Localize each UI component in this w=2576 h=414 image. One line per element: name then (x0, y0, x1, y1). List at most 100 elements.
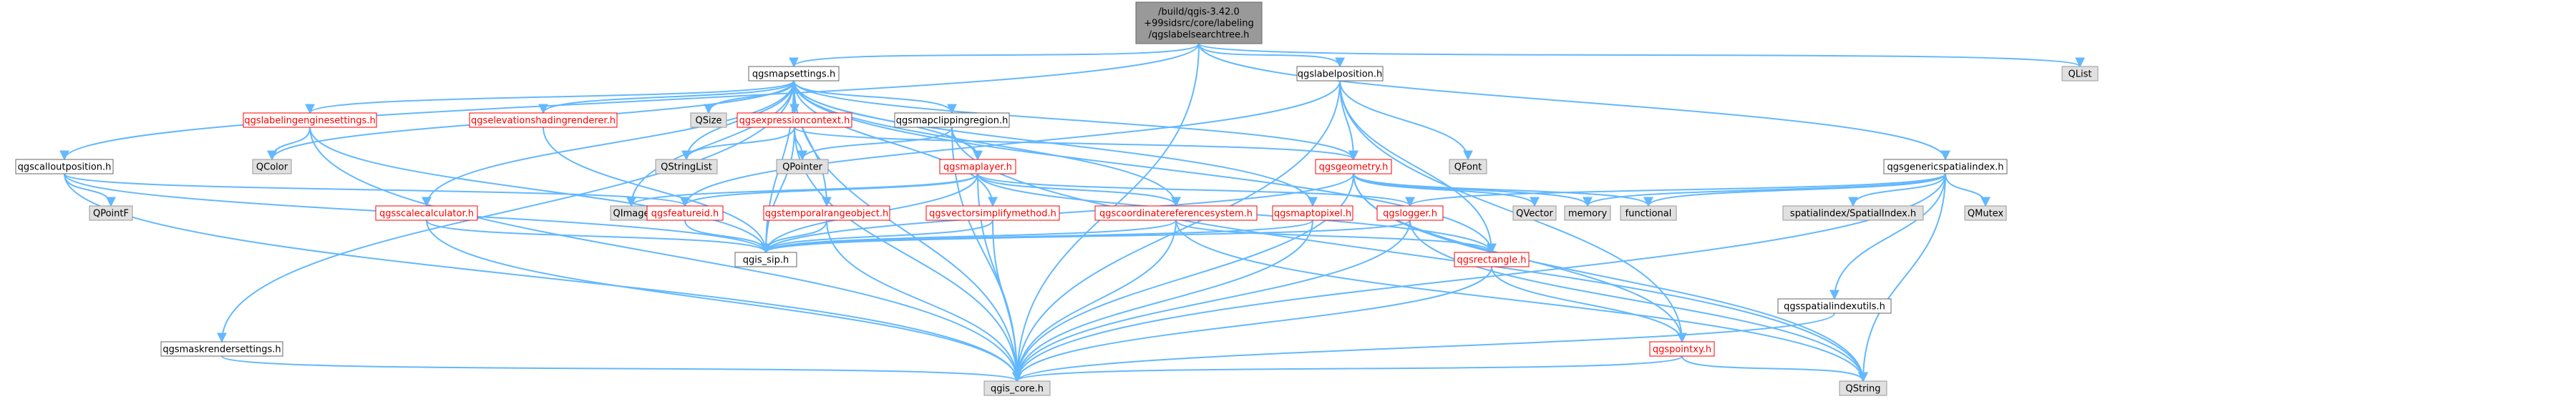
node-qgsmapsettings[interactable]: qgsmapsettings.h (748, 66, 840, 82)
edge-qgsgenericspatialindex-to-functional (1643, 173, 1946, 207)
edge-qgsgenericspatialindex-to-qgsspatialindexutils (1829, 173, 1946, 300)
node-box-qpointer (776, 159, 829, 174)
edge-qgsspatialindexutils-to-qgis-core (1012, 312, 1835, 383)
node-qgsgenericspatialindex[interactable]: qgsgenericspatialindex.h (1883, 159, 2008, 174)
edge-qgsmapsettings-to-qimage (626, 80, 794, 207)
node-qgsmaskrendersettings[interactable]: qgsmaskrendersettings.h (160, 341, 283, 357)
node-memory: memory (1564, 205, 1611, 221)
node-label-qimage: QImage (613, 209, 650, 220)
node-label-qvector: QVector (1516, 209, 1553, 220)
node-qgis-core: qgis_core.h (983, 380, 1051, 396)
node-box-qgsgenericspatialindex (1883, 159, 2008, 174)
edge-qgscoordinatereferencesystem-to-qgis-sip (761, 220, 1177, 254)
node-qgsmapclippingregion[interactable]: qgsmapclippingregion.h (894, 112, 1010, 128)
edge-root-to-qgsgenericspatialindex (1198, 43, 1950, 161)
node-qgsspatialindexutils[interactable]: qgsspatialindexutils.h (1777, 298, 1892, 314)
node-label-qstringlist: QStringList (661, 162, 712, 173)
node-box-qsize (690, 112, 727, 128)
node-label-qgsspatialindexutils: qgsspatialindexutils.h (1784, 302, 1885, 312)
edge-qgspointxy-to-qstring (1681, 355, 1868, 383)
edge-qgsexpressioncontext-to-qstringlist (681, 127, 795, 161)
node-qpointer: QPointer (776, 159, 829, 174)
node-qgsrectangle[interactable]: qgsrectangle.h (1454, 252, 1530, 267)
node-label-qsize: QSize (696, 116, 722, 127)
node-label-qgstemporalrangeobject: qgstemporalrangeobject.h (765, 209, 888, 220)
edge-qgsrectangle-to-qgspointxy (1491, 266, 1687, 343)
node-label-qgsscalecalculator: qgsscalecalculator.h (379, 209, 474, 220)
node-box-qgselevationshadingrenderer (469, 112, 618, 128)
node-box-qmutex (1964, 205, 2007, 221)
edge-qgsscalecalculator-to-qgis-core (426, 220, 1022, 383)
node-box-qgscalloutposition (15, 159, 114, 174)
node-qgsvectorsimplifymethod[interactable]: qgsvectorsimplifymethod.h (925, 205, 1060, 221)
node-root[interactable]: /build/qgis-3.42.0+99sidsrc/core/labelin… (1135, 1, 1263, 44)
node-box-qstring (1839, 380, 1887, 396)
edge-qgslogger-to-qgis-core (1012, 220, 1411, 383)
edges-layer (59, 43, 2085, 383)
node-label-qgsrectangle: qgsrectangle.h (1457, 255, 1526, 266)
node-box-memory (1564, 205, 1611, 221)
edge-qgsmapsettings-to-qgis-core (793, 80, 1022, 383)
edge-qgscalloutposition-to-qgsfeatureid (64, 173, 690, 207)
node-qgslabelposition[interactable]: qgslabelposition.h (1296, 66, 1384, 82)
node-qgis-sip[interactable]: qgis_sip.h (734, 252, 797, 267)
node-box-qgsspatialindexutils (1777, 298, 1892, 314)
node-label-memory: memory (1568, 209, 1608, 220)
edge-qgslabelposition-to-qgsfeatureid (680, 80, 1341, 207)
node-box-qgsmaptopixel (1272, 205, 1353, 221)
node-label-qgslabelposition: qgslabelposition.h (1298, 69, 1383, 80)
edge-qgslabelingenginesettings-to-qcolor (267, 127, 311, 161)
edge-qgsvectorsimplifymethod-to-qgis-sip (761, 220, 993, 254)
node-box-qgspointxy (1649, 341, 1715, 357)
edge-qgsgeometry-to-memory (1353, 173, 1593, 207)
edge-qgsgeometry-to-functional (1353, 173, 1653, 207)
edge-qgsmaptopixel-to-qgis-core (1012, 220, 1313, 383)
node-qgsscalecalculator[interactable]: qgsscalecalculator.h (375, 205, 478, 221)
node-box-spatialindex (1782, 205, 1924, 221)
node-qsize: QSize (690, 112, 727, 128)
node-box-qgsmaskrendersettings (160, 341, 283, 357)
node-box-qgscoordinatereferencesystem (1094, 205, 1258, 221)
edge-root-to-qgscalloutposition (59, 43, 1200, 161)
node-qlist: QList (2061, 66, 2099, 82)
edge-qgscalloutposition-to-qpointf (64, 173, 116, 207)
node-label-qcolor: QColor (256, 162, 288, 173)
node-qmutex: QMutex (1964, 205, 2007, 221)
node-label-qgselevationshadingrenderer: qgselevationshadingrenderer.h (471, 116, 616, 127)
node-qgscoordinatereferencesystem[interactable]: qgscoordinatereferencesystem.h (1094, 205, 1258, 221)
edge-qgsgenericspatialindex-to-spatialindex (1848, 173, 1946, 207)
node-qgspointxy[interactable]: qgspointxy.h (1649, 341, 1715, 357)
node-qgsmaptopixel[interactable]: qgsmaptopixel.h (1272, 205, 1353, 221)
node-box-qgsmapsettings (748, 66, 840, 82)
node-box-qgslabelposition (1296, 66, 1384, 82)
node-box-qstringlist (655, 159, 718, 174)
node-label-qgspointxy: qgspointxy.h (1653, 345, 1711, 355)
node-label-qpointer: QPointer (782, 162, 823, 173)
node-qgselevationshadingrenderer[interactable]: qgselevationshadingrenderer.h (469, 112, 618, 128)
node-qgstemporalrangeobject[interactable]: qgstemporalrangeobject.h (763, 205, 890, 221)
node-qgsmaplayer[interactable]: qgsmaplayer.h (939, 159, 1016, 174)
node-box-qgsmaplayer (939, 159, 1016, 174)
node-qgsexpressioncontext[interactable]: qgsexpressioncontext.h (737, 112, 852, 128)
edge-qgscoordinatereferencesystem-to-qgsrectangle (1175, 220, 1497, 254)
node-qgsgeometry[interactable]: qgsgeometry.h (1315, 159, 1392, 174)
node-label-qstring: QString (1845, 384, 1880, 395)
node-label-qmutex: QMutex (1968, 209, 2004, 220)
node-qgslabelingenginesettings[interactable]: qgslabelingenginesettings.h (243, 112, 377, 128)
node-box-functional (1620, 205, 1677, 221)
node-label-qgsfeatureid: qgsfeatureid.h (651, 209, 719, 220)
node-qgslogger[interactable]: qgslogger.h (1376, 205, 1444, 221)
node-box-qgslabelingenginesettings (243, 112, 377, 128)
node-qstring: QString (1839, 380, 1887, 396)
edge-qgsgenericspatialindex-to-qgis-core (1012, 173, 1946, 383)
edge-qgsmaplayer-to-qgscoordinatereferencesystem (977, 173, 1181, 207)
node-box-qgsgeometry (1315, 159, 1392, 174)
node-box-qfont (1449, 159, 1487, 174)
edge-qgslogger-to-qgis-sip (761, 220, 1411, 254)
node-box-qgsscalecalculator (375, 205, 478, 221)
node-qgscalloutposition[interactable]: qgscalloutposition.h (15, 159, 114, 174)
nodes-layer: /build/qgis-3.42.0+99sidsrc/core/labelin… (15, 1, 2099, 396)
node-qgsfeatureid[interactable]: qgsfeatureid.h (646, 205, 724, 221)
node-label-qgsexpressioncontext: qgsexpressioncontext.h (739, 116, 850, 127)
node-label-qgis-core: qgis_core.h (991, 384, 1044, 395)
